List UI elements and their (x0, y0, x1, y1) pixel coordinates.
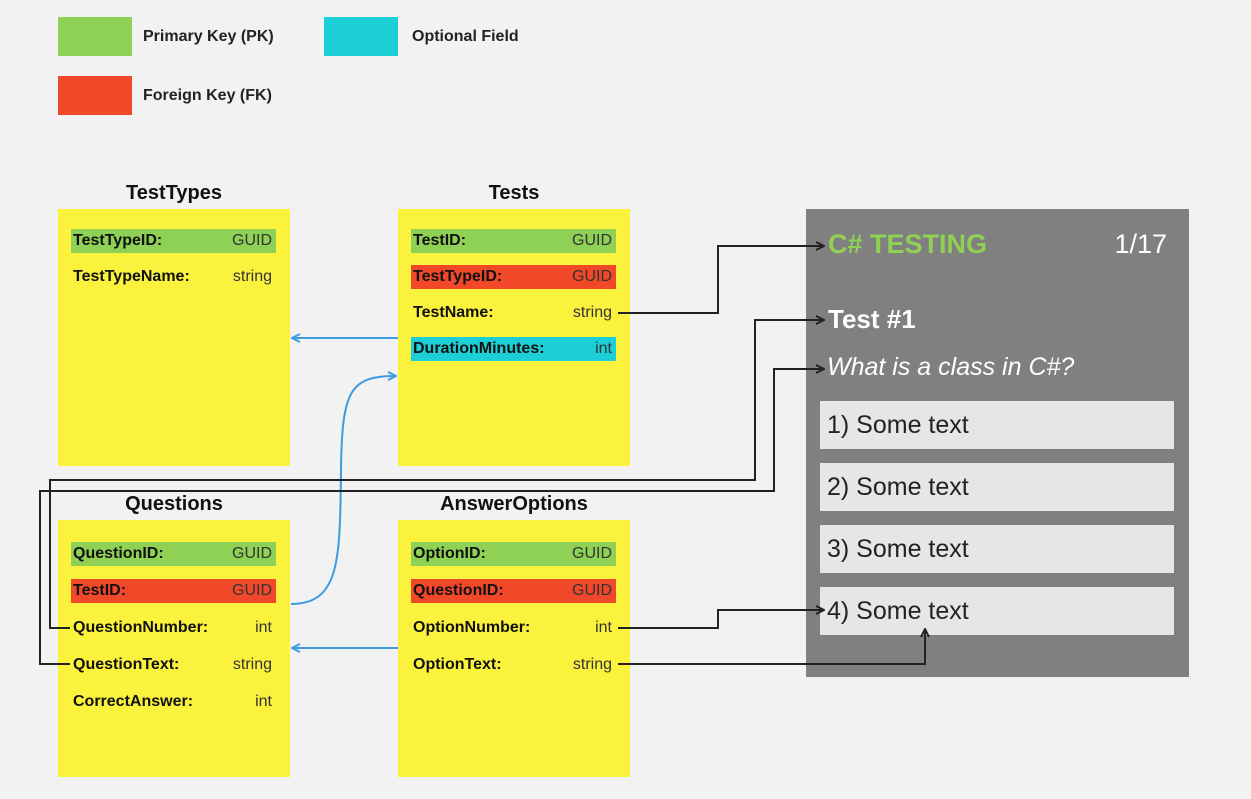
field-type: GUID (572, 232, 612, 249)
field-testtypeid-fk: TestTypeID: GUID (411, 265, 616, 289)
table-title-questions: Questions (125, 493, 223, 515)
field-type: GUID (572, 582, 612, 599)
field-name: TestTypeID: (413, 268, 503, 285)
table-testtypes: TestTypeID: GUID TestTypeName: string (58, 209, 290, 466)
table-answeroptions: OptionID: GUID QuestionID: GUID OptionNu… (398, 520, 630, 777)
relation-questions-to-tests (290, 376, 396, 605)
table-title-answeroptions: AnswerOptions (440, 493, 588, 515)
field-name: TestID: (413, 232, 467, 249)
field-testid: TestID: GUID (411, 229, 616, 253)
answer-option-3[interactable]: 3) Some text (820, 525, 1174, 573)
field-name: QuestionText: (73, 656, 180, 673)
field-type: int (255, 619, 272, 636)
field-questionnumber: QuestionNumber: int (71, 616, 276, 640)
field-questionid-fk: QuestionID: GUID (411, 579, 616, 603)
field-type: string (572, 304, 612, 321)
field-type: GUID (232, 582, 272, 599)
field-name: OptionNumber: (413, 619, 531, 636)
test-preview-panel: C# TESTING 1/17 Test #1 What is a class … (806, 209, 1189, 677)
question-text: What is a class in C#? (827, 353, 1075, 381)
field-durationminutes: DurationMinutes: int (411, 337, 616, 361)
field-testtypename: TestTypeName: string (71, 265, 276, 289)
field-type: GUID (232, 232, 272, 249)
legend-label-foreign-key: Foreign Key (FK) (143, 87, 272, 104)
answer-option-4[interactable]: 4) Some text (820, 587, 1174, 635)
field-name: OptionText: (413, 656, 502, 673)
field-testname: TestName: string (411, 301, 616, 325)
field-optionid: OptionID: GUID (411, 542, 616, 566)
answer-option-2[interactable]: 2) Some text (820, 463, 1174, 511)
field-testtypeid: TestTypeID: GUID (71, 229, 276, 253)
field-name: TestID: (73, 582, 127, 599)
field-questiontext: QuestionText: string (71, 653, 276, 677)
field-name: QuestionID: (73, 545, 164, 562)
test-name: Test #1 (828, 304, 916, 334)
field-type: string (572, 656, 612, 673)
field-name: OptionID: (413, 545, 486, 562)
field-type: int (255, 693, 272, 710)
field-optiontext: OptionText: string (411, 653, 616, 677)
question-counter: 1/17 (1114, 229, 1167, 259)
field-type: string (232, 656, 272, 673)
brand-title: C# TESTING (828, 229, 988, 259)
field-type: GUID (232, 545, 272, 562)
field-testid-fk: TestID: GUID (71, 579, 276, 603)
table-tests: TestID: GUID TestTypeID: GUID TestName: … (398, 209, 630, 466)
field-name: TestTypeID: (73, 232, 163, 249)
field-name: QuestionID: (413, 582, 504, 599)
field-optionnumber: OptionNumber: int (411, 616, 616, 640)
field-type: GUID (572, 545, 612, 562)
answer-option-1[interactable]: 1) Some text (820, 401, 1174, 449)
field-name: TestTypeName: (73, 268, 190, 285)
field-type: int (595, 340, 612, 357)
table-title-tests: Tests (488, 182, 540, 204)
field-name: CorrectAnswer: (73, 693, 194, 710)
field-name: DurationMinutes: (413, 340, 545, 357)
field-type: GUID (572, 268, 612, 285)
field-type: string (232, 268, 272, 285)
field-name: QuestionNumber: (73, 619, 209, 636)
table-title-testtypes: TestTypes (126, 182, 222, 204)
legend-swatch-primary-key (58, 17, 132, 56)
table-questions: QuestionID: GUID TestID: GUID QuestionNu… (58, 520, 290, 777)
mapping-testname-to-brand (618, 246, 824, 314)
legend-label-primary-key: Primary Key (PK) (143, 28, 274, 45)
field-correctanswer: CorrectAnswer: int (71, 690, 276, 714)
field-name: TestName: (413, 304, 494, 321)
legend-swatch-optional (324, 17, 398, 56)
legend-swatch-foreign-key (58, 76, 132, 115)
legend-label-optional: Optional Field (412, 28, 519, 45)
field-questionid: QuestionID: GUID (71, 542, 276, 566)
field-type: int (595, 619, 612, 636)
mapping-optionnumber-to-option (618, 610, 824, 629)
